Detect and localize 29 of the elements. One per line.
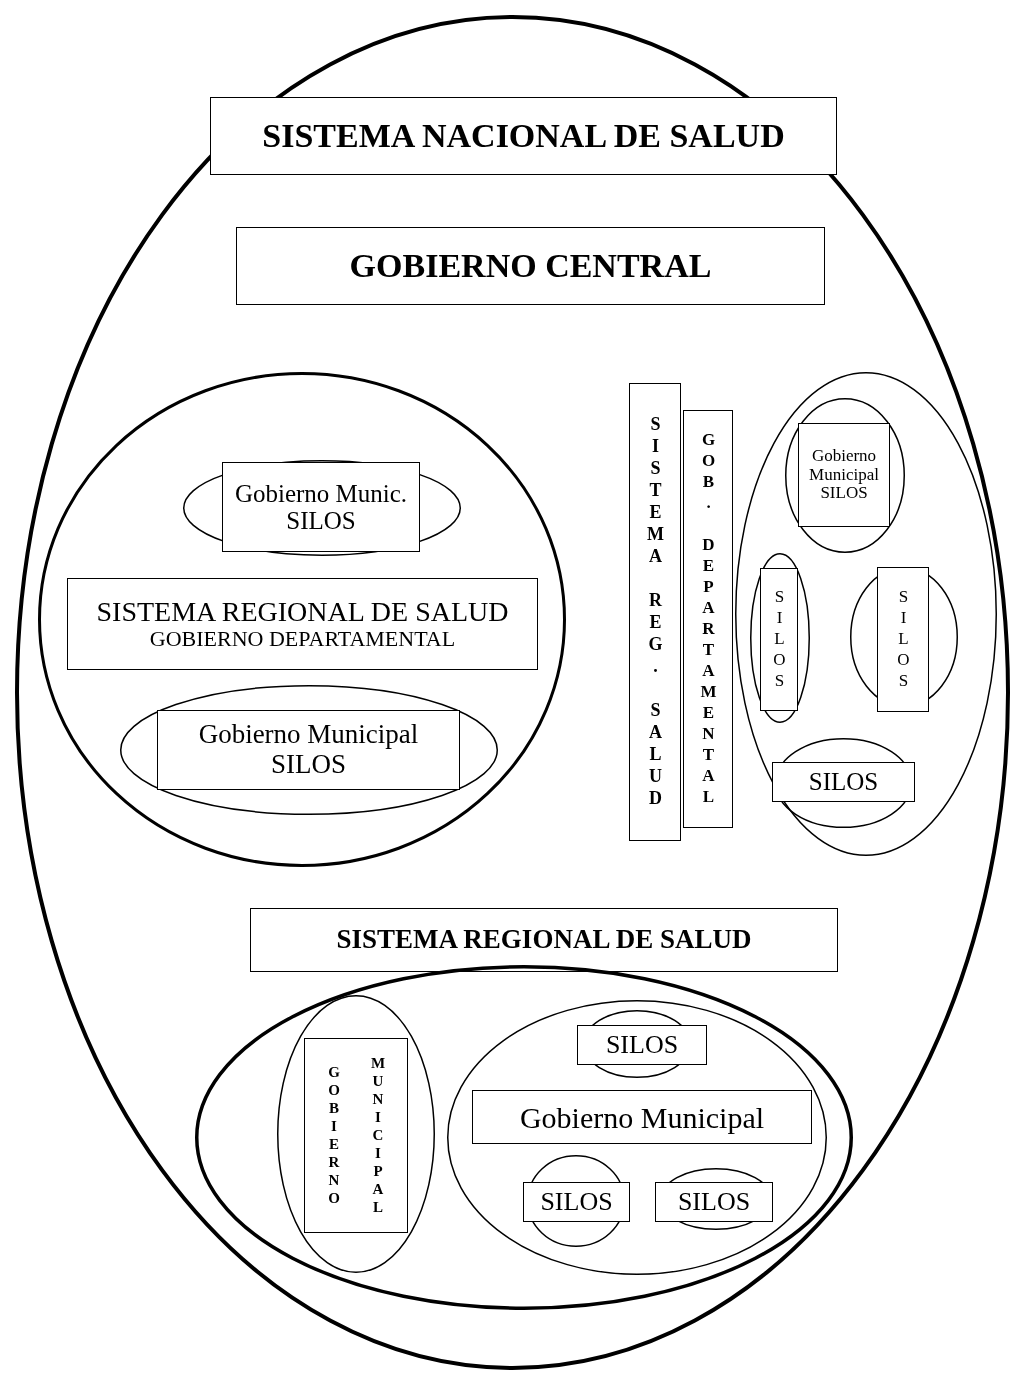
label-box: SISTEMA REGIONAL DE SALUD <box>250 908 838 972</box>
label-box <box>67 578 538 670</box>
ellipse-region <box>15 15 1010 1370</box>
ellipse-region <box>277 995 435 1273</box>
label-box: SILOS <box>577 1025 707 1065</box>
ellipse-region <box>447 1000 827 1275</box>
ellipse-region <box>183 460 461 556</box>
vertical-label-box: GOBIERNO MUNICIPAL <box>304 1038 408 1233</box>
label-box: Gobierno Municipal SILOS <box>157 710 460 790</box>
box-heading: SISTEMA REGIONAL DE SALUD <box>96 596 509 628</box>
label-box: SILOS <box>523 1182 630 1222</box>
label-box: Gobierno Municipal <box>472 1090 812 1144</box>
label-box: Gobierno Munic. SILOS <box>222 462 420 552</box>
ellipse-region <box>750 553 810 723</box>
label-box: SILOS <box>772 762 915 802</box>
box-subheading: GOBIERNO DEPARTAMENTAL <box>149 627 456 652</box>
vertical-label-box: SILOS <box>877 567 929 712</box>
ellipse-region <box>195 965 853 1310</box>
ellipse-region <box>735 372 997 856</box>
vertical-label-box: GOB. DEPARTAMENTAL <box>683 410 733 828</box>
label-box: SILOS <box>655 1182 773 1222</box>
ellipse-region <box>38 372 566 867</box>
ellipse-region <box>785 398 905 553</box>
label-box: Gobierno Municipal SILOS <box>798 423 890 527</box>
vertical-label-box: SILOS <box>760 568 798 711</box>
vertical-label-box: SISTEMA REG. SALUD <box>629 383 681 841</box>
label-box: GOBIERNO CENTRAL <box>236 227 825 305</box>
ellipse-region <box>775 738 912 828</box>
ellipse-region <box>120 685 498 815</box>
